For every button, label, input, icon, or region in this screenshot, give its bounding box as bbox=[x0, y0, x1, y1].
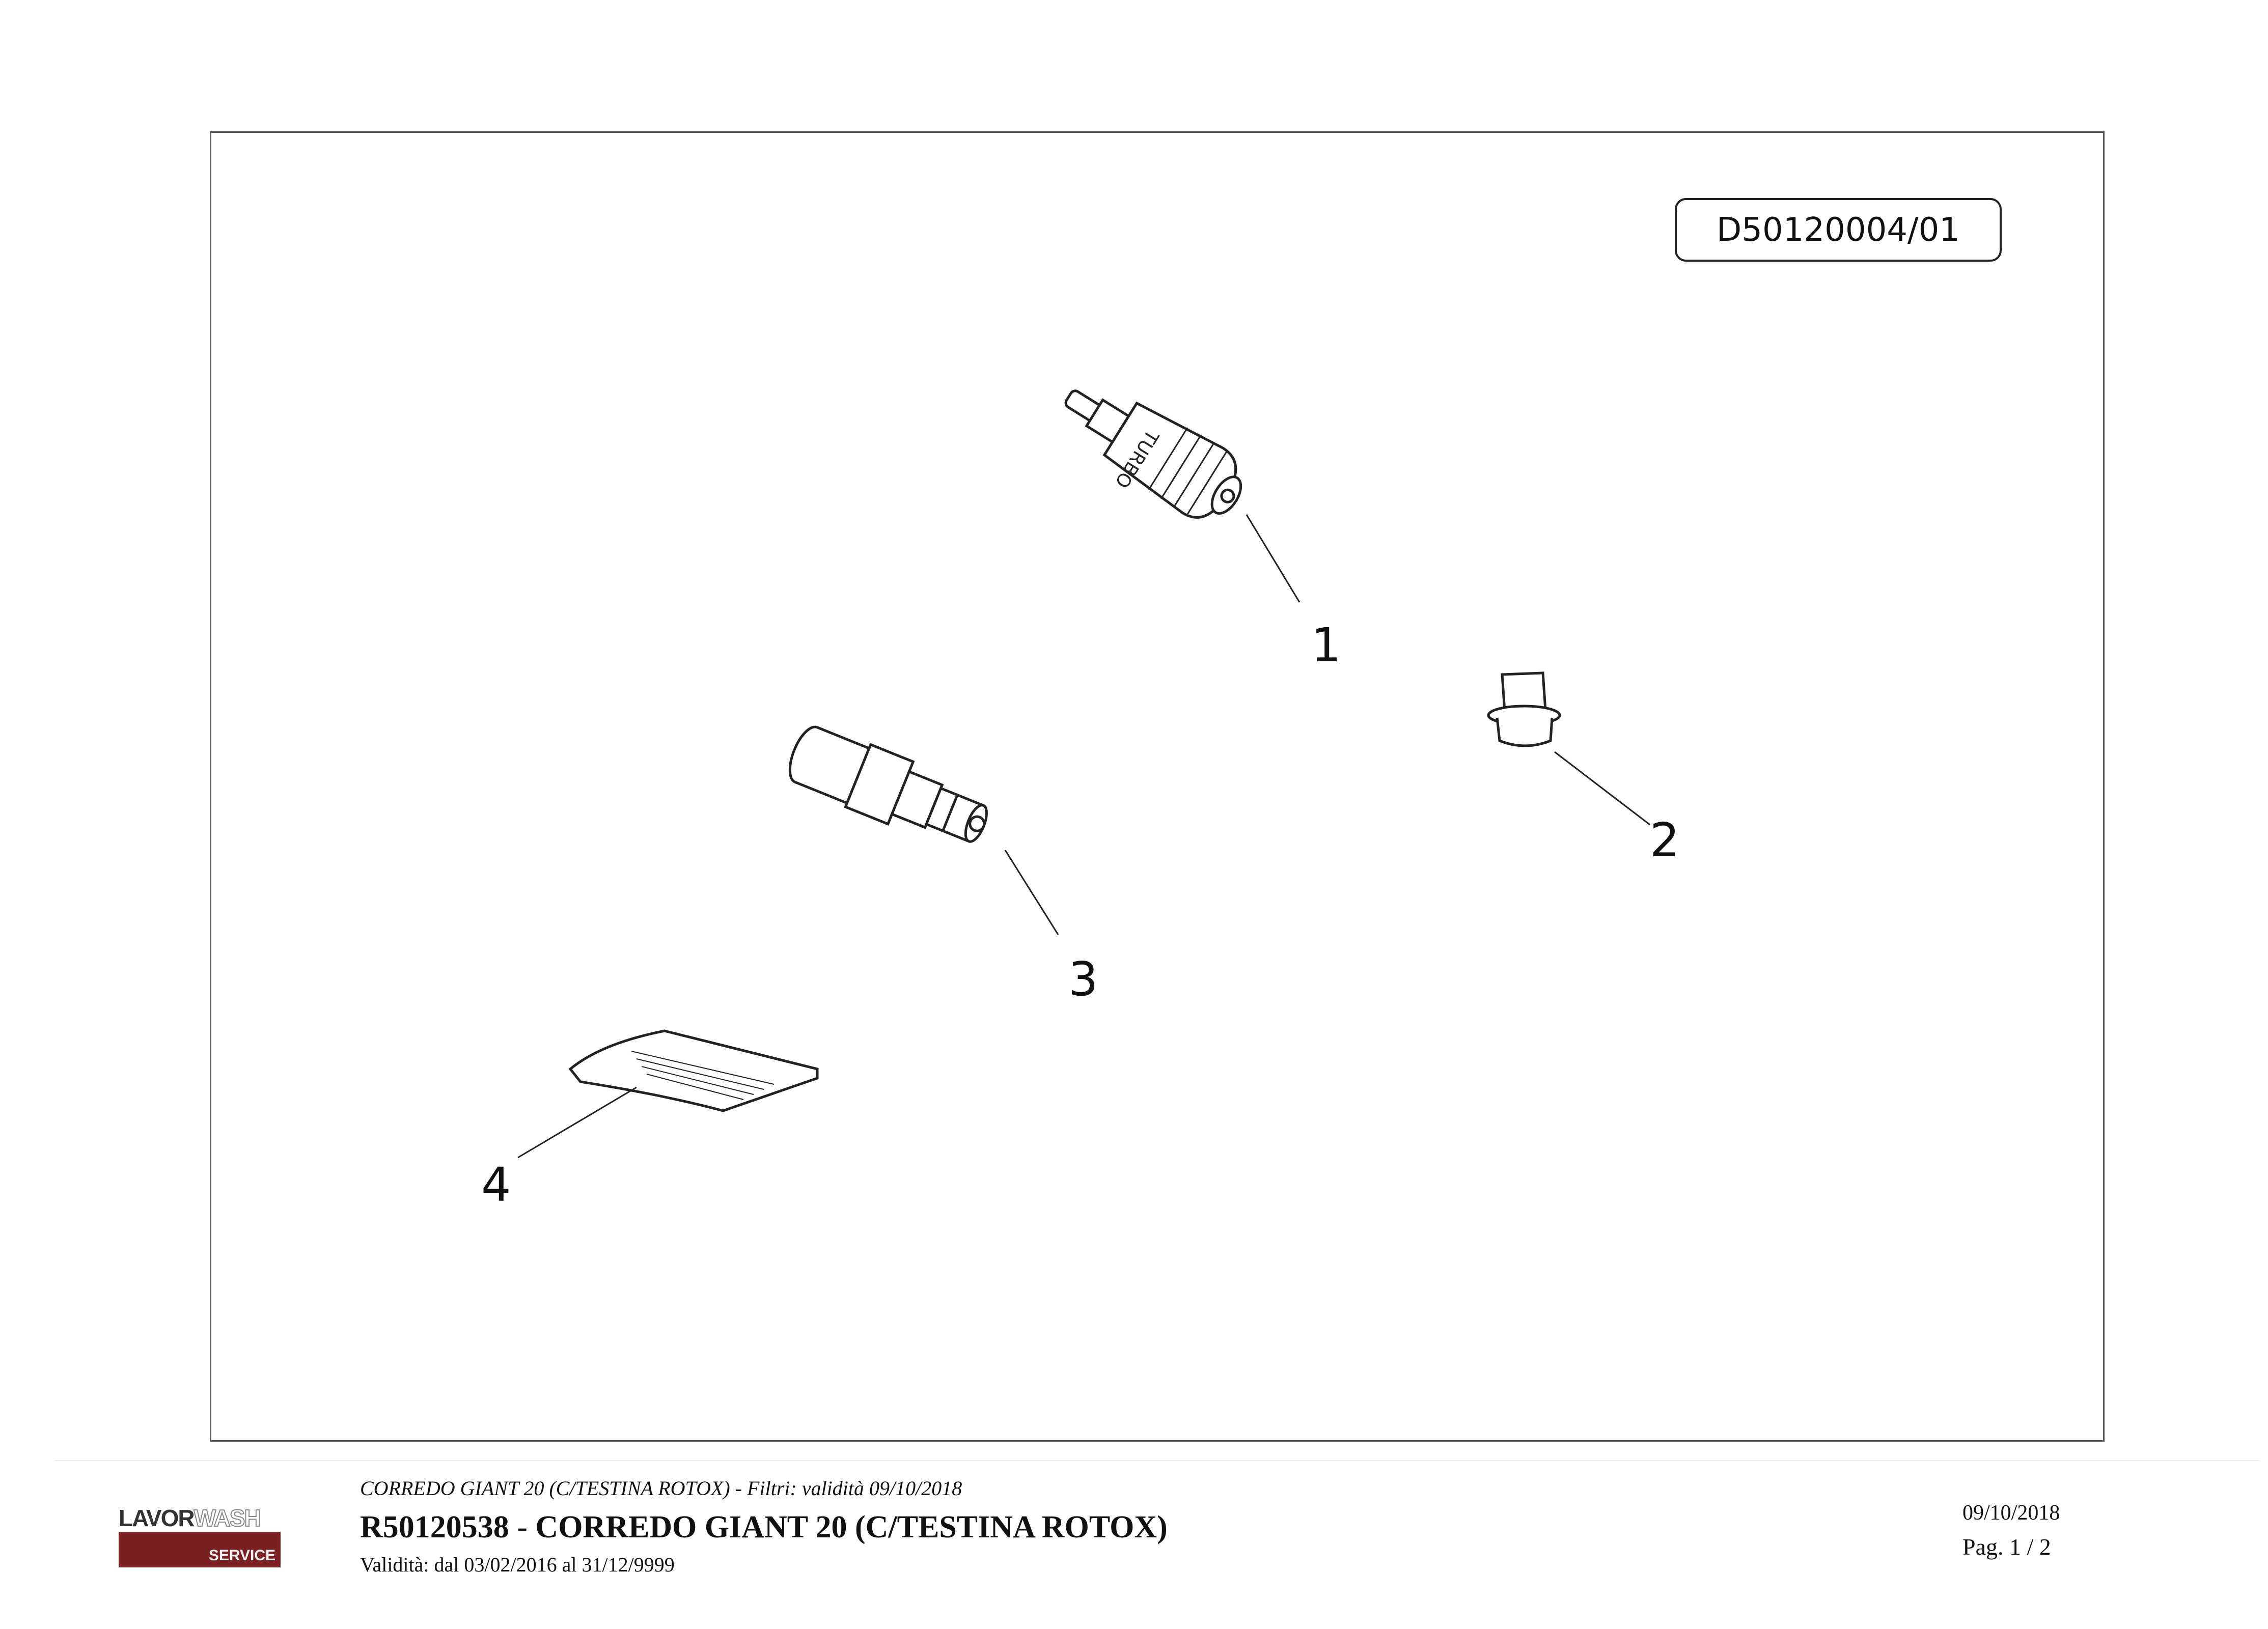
logo-brand-part1: LAVOR bbox=[119, 1505, 195, 1531]
logo-tagline: SERVICE bbox=[119, 1532, 281, 1567]
leader-line-4 bbox=[517, 1086, 637, 1159]
logo-brand-part2: WASH bbox=[193, 1504, 262, 1532]
callout-2: 2 bbox=[1650, 813, 1680, 867]
footer-divider bbox=[55, 1460, 2260, 1461]
callout-1: 1 bbox=[1311, 618, 1341, 672]
drawing-frame bbox=[210, 131, 2105, 1442]
footer-date: 09/10/2018 bbox=[1962, 1501, 2060, 1525]
footer-title: R50120538 - CORREDO GIANT 20 (C/TESTINA … bbox=[360, 1510, 1168, 1544]
leader-line-3 bbox=[1004, 850, 1059, 935]
footer-subtitle: CORREDO GIANT 20 (C/TESTINA ROTOX) - Fil… bbox=[360, 1477, 962, 1500]
part-4-manual-booklet bbox=[568, 1029, 819, 1112]
callout-4: 4 bbox=[481, 1158, 511, 1212]
page-number: Pag. 1 / 2 bbox=[1962, 1534, 2051, 1560]
part-1-turbo-nozzle: TURBO bbox=[1064, 389, 1242, 519]
drawing-code-label: D50120004/01 bbox=[1675, 198, 2002, 262]
callout-3: 3 bbox=[1068, 952, 1098, 1006]
leader-line-2 bbox=[1554, 751, 1650, 826]
footer-validity: Validità: dal 03/02/2016 al 31/12/9999 bbox=[360, 1553, 675, 1576]
part-3-coupling bbox=[788, 725, 988, 843]
leader-line-1 bbox=[1246, 514, 1301, 603]
part-2-plug bbox=[1487, 671, 1561, 747]
